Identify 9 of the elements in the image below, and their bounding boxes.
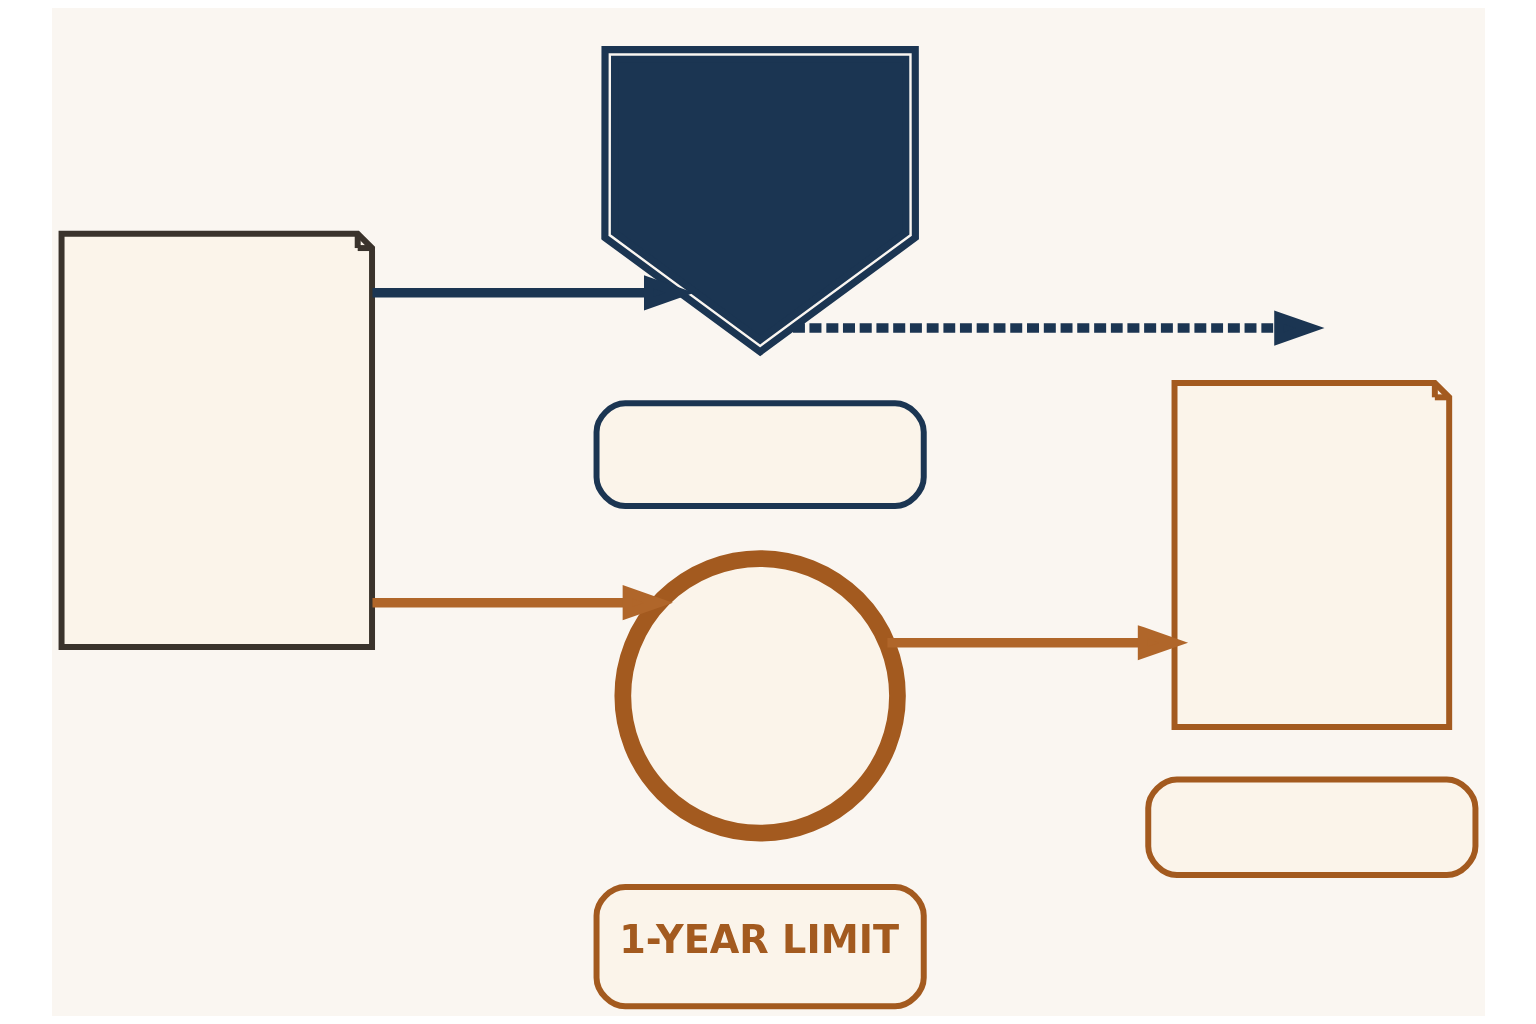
arrow bbox=[372, 585, 673, 621]
node-box: 1-YEAR LIMIT bbox=[593, 883, 927, 1010]
arrow bbox=[372, 275, 694, 311]
node-picture bbox=[600, 46, 919, 357]
arrow bbox=[792, 310, 1324, 346]
node-box bbox=[1144, 776, 1478, 878]
arrow bbox=[886, 625, 1188, 661]
node-box bbox=[593, 400, 927, 509]
node-circle bbox=[613, 550, 906, 842]
